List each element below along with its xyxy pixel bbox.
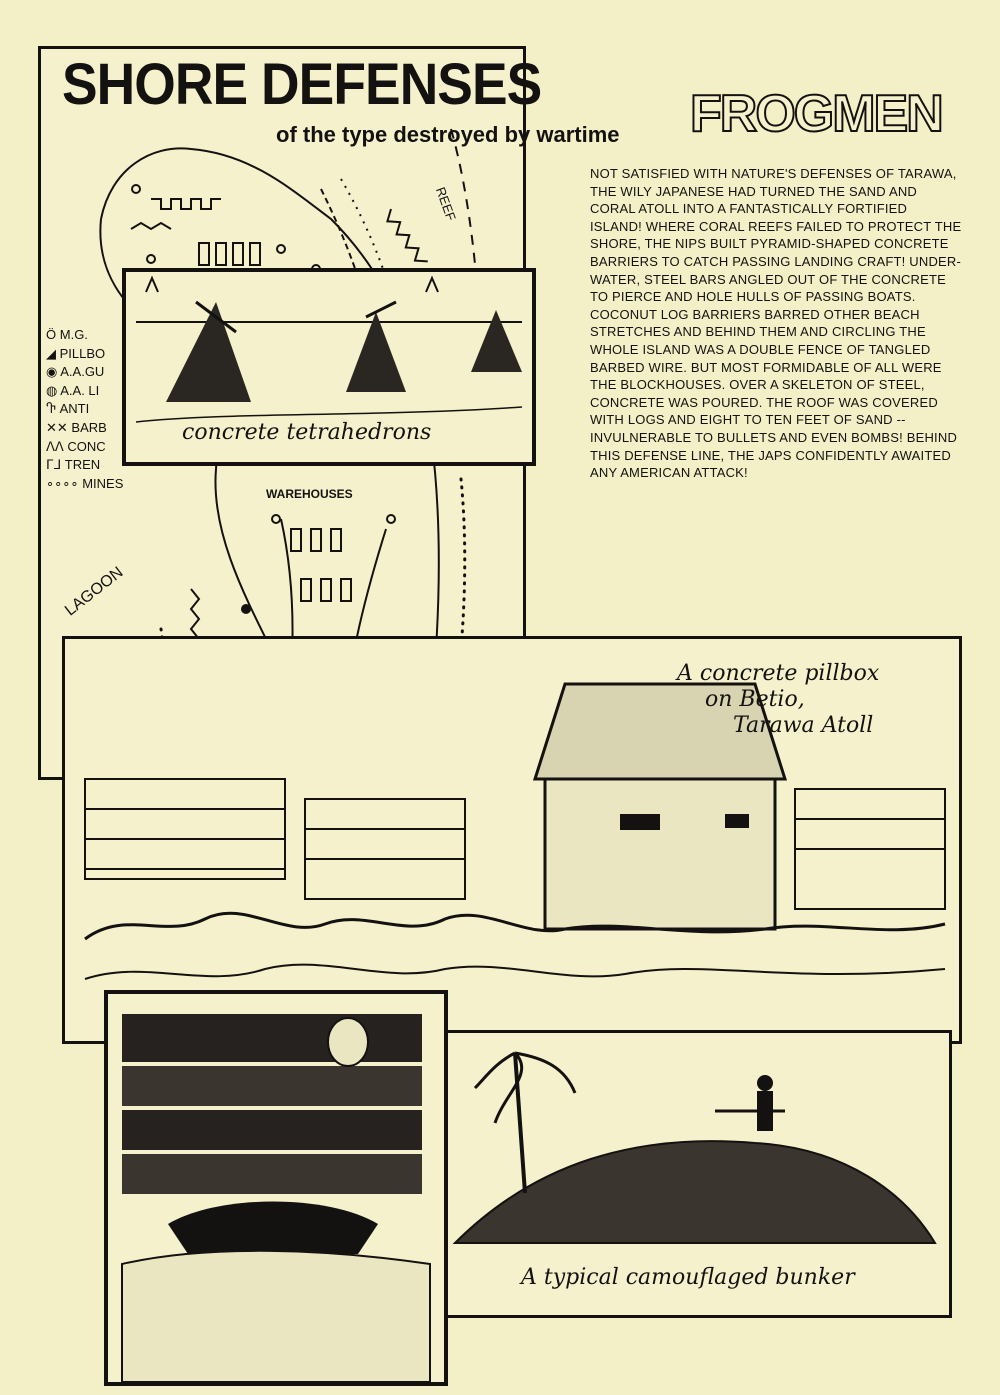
logo-text: FROGMEN bbox=[689, 84, 945, 144]
article-text: NOT SATISFIED WITH NATURE'S DEFENSES OF … bbox=[590, 166, 962, 481]
tetrahedron-caption: concrete tetrahedrons bbox=[182, 420, 432, 445]
aa-light-icon: ◍ bbox=[46, 382, 58, 398]
tetrahedron-drawing bbox=[135, 275, 523, 423]
aa-gun-icon: ◉ bbox=[46, 364, 58, 380]
bunker-panel: A typical camouflaged bunker bbox=[412, 1030, 952, 1318]
frogmen-logo: FROGMEN bbox=[689, 84, 945, 144]
legend-item: ᐱᐱ CONC bbox=[46, 438, 106, 454]
trench-icon: ᒥᒧ bbox=[46, 457, 62, 473]
mines-icon: ∘∘∘∘ bbox=[46, 475, 79, 491]
pillbox-caption-line2: on Betio, bbox=[705, 687, 805, 712]
anti-tank-icon: Ⴅ bbox=[46, 401, 56, 417]
legend-item: Ö M.G. bbox=[46, 327, 88, 342]
page-title: SHORE DEFENSES bbox=[62, 52, 542, 117]
tetrahedron-panel: concrete tetrahedrons bbox=[122, 268, 536, 466]
log-bunker-drawing bbox=[121, 1014, 431, 1382]
legend-item: ◉ A.A.GU bbox=[46, 364, 105, 380]
warehouses-label: WAREHOUSES bbox=[266, 487, 353, 501]
legend-item: ∘∘∘∘ MINES bbox=[46, 475, 124, 491]
pillbox-drawing bbox=[84, 682, 946, 980]
mg-icon: Ö bbox=[46, 327, 57, 342]
legend-item: ◍ A.A. LI bbox=[46, 382, 100, 398]
map-legend: Ö M.G. ◢ PILLBO ◉ A.A.GU ◍ A.A. LI Ⴅ ANT… bbox=[46, 326, 123, 493]
log-bunker-panel bbox=[104, 990, 448, 1386]
pillbox-panel: A concrete pillbox on Betio, Tarawa Atol… bbox=[62, 636, 962, 1044]
bunker-caption: A typical camouflaged bunker bbox=[521, 1265, 855, 1290]
barbed-wire-icon: ✕✕ bbox=[46, 419, 68, 435]
legend-item: Ⴅ ANTI bbox=[46, 401, 90, 417]
pillbox-icon: ◢ bbox=[46, 345, 56, 361]
concrete-icon: ᐱᐱ bbox=[46, 438, 64, 454]
legend-item: ◢ PILLBO bbox=[46, 345, 106, 361]
pillbox-caption-line3: Tarawa Atoll bbox=[733, 713, 874, 738]
legend-item: ᒥᒧ TREN bbox=[46, 457, 101, 473]
bunker-drawing bbox=[452, 1051, 937, 1244]
page-subtitle: of the type destroyed by wartime bbox=[276, 122, 620, 147]
legend-item: ✕✕ BARB bbox=[46, 419, 107, 435]
pillbox-caption-line1: A concrete pillbox bbox=[677, 661, 880, 686]
